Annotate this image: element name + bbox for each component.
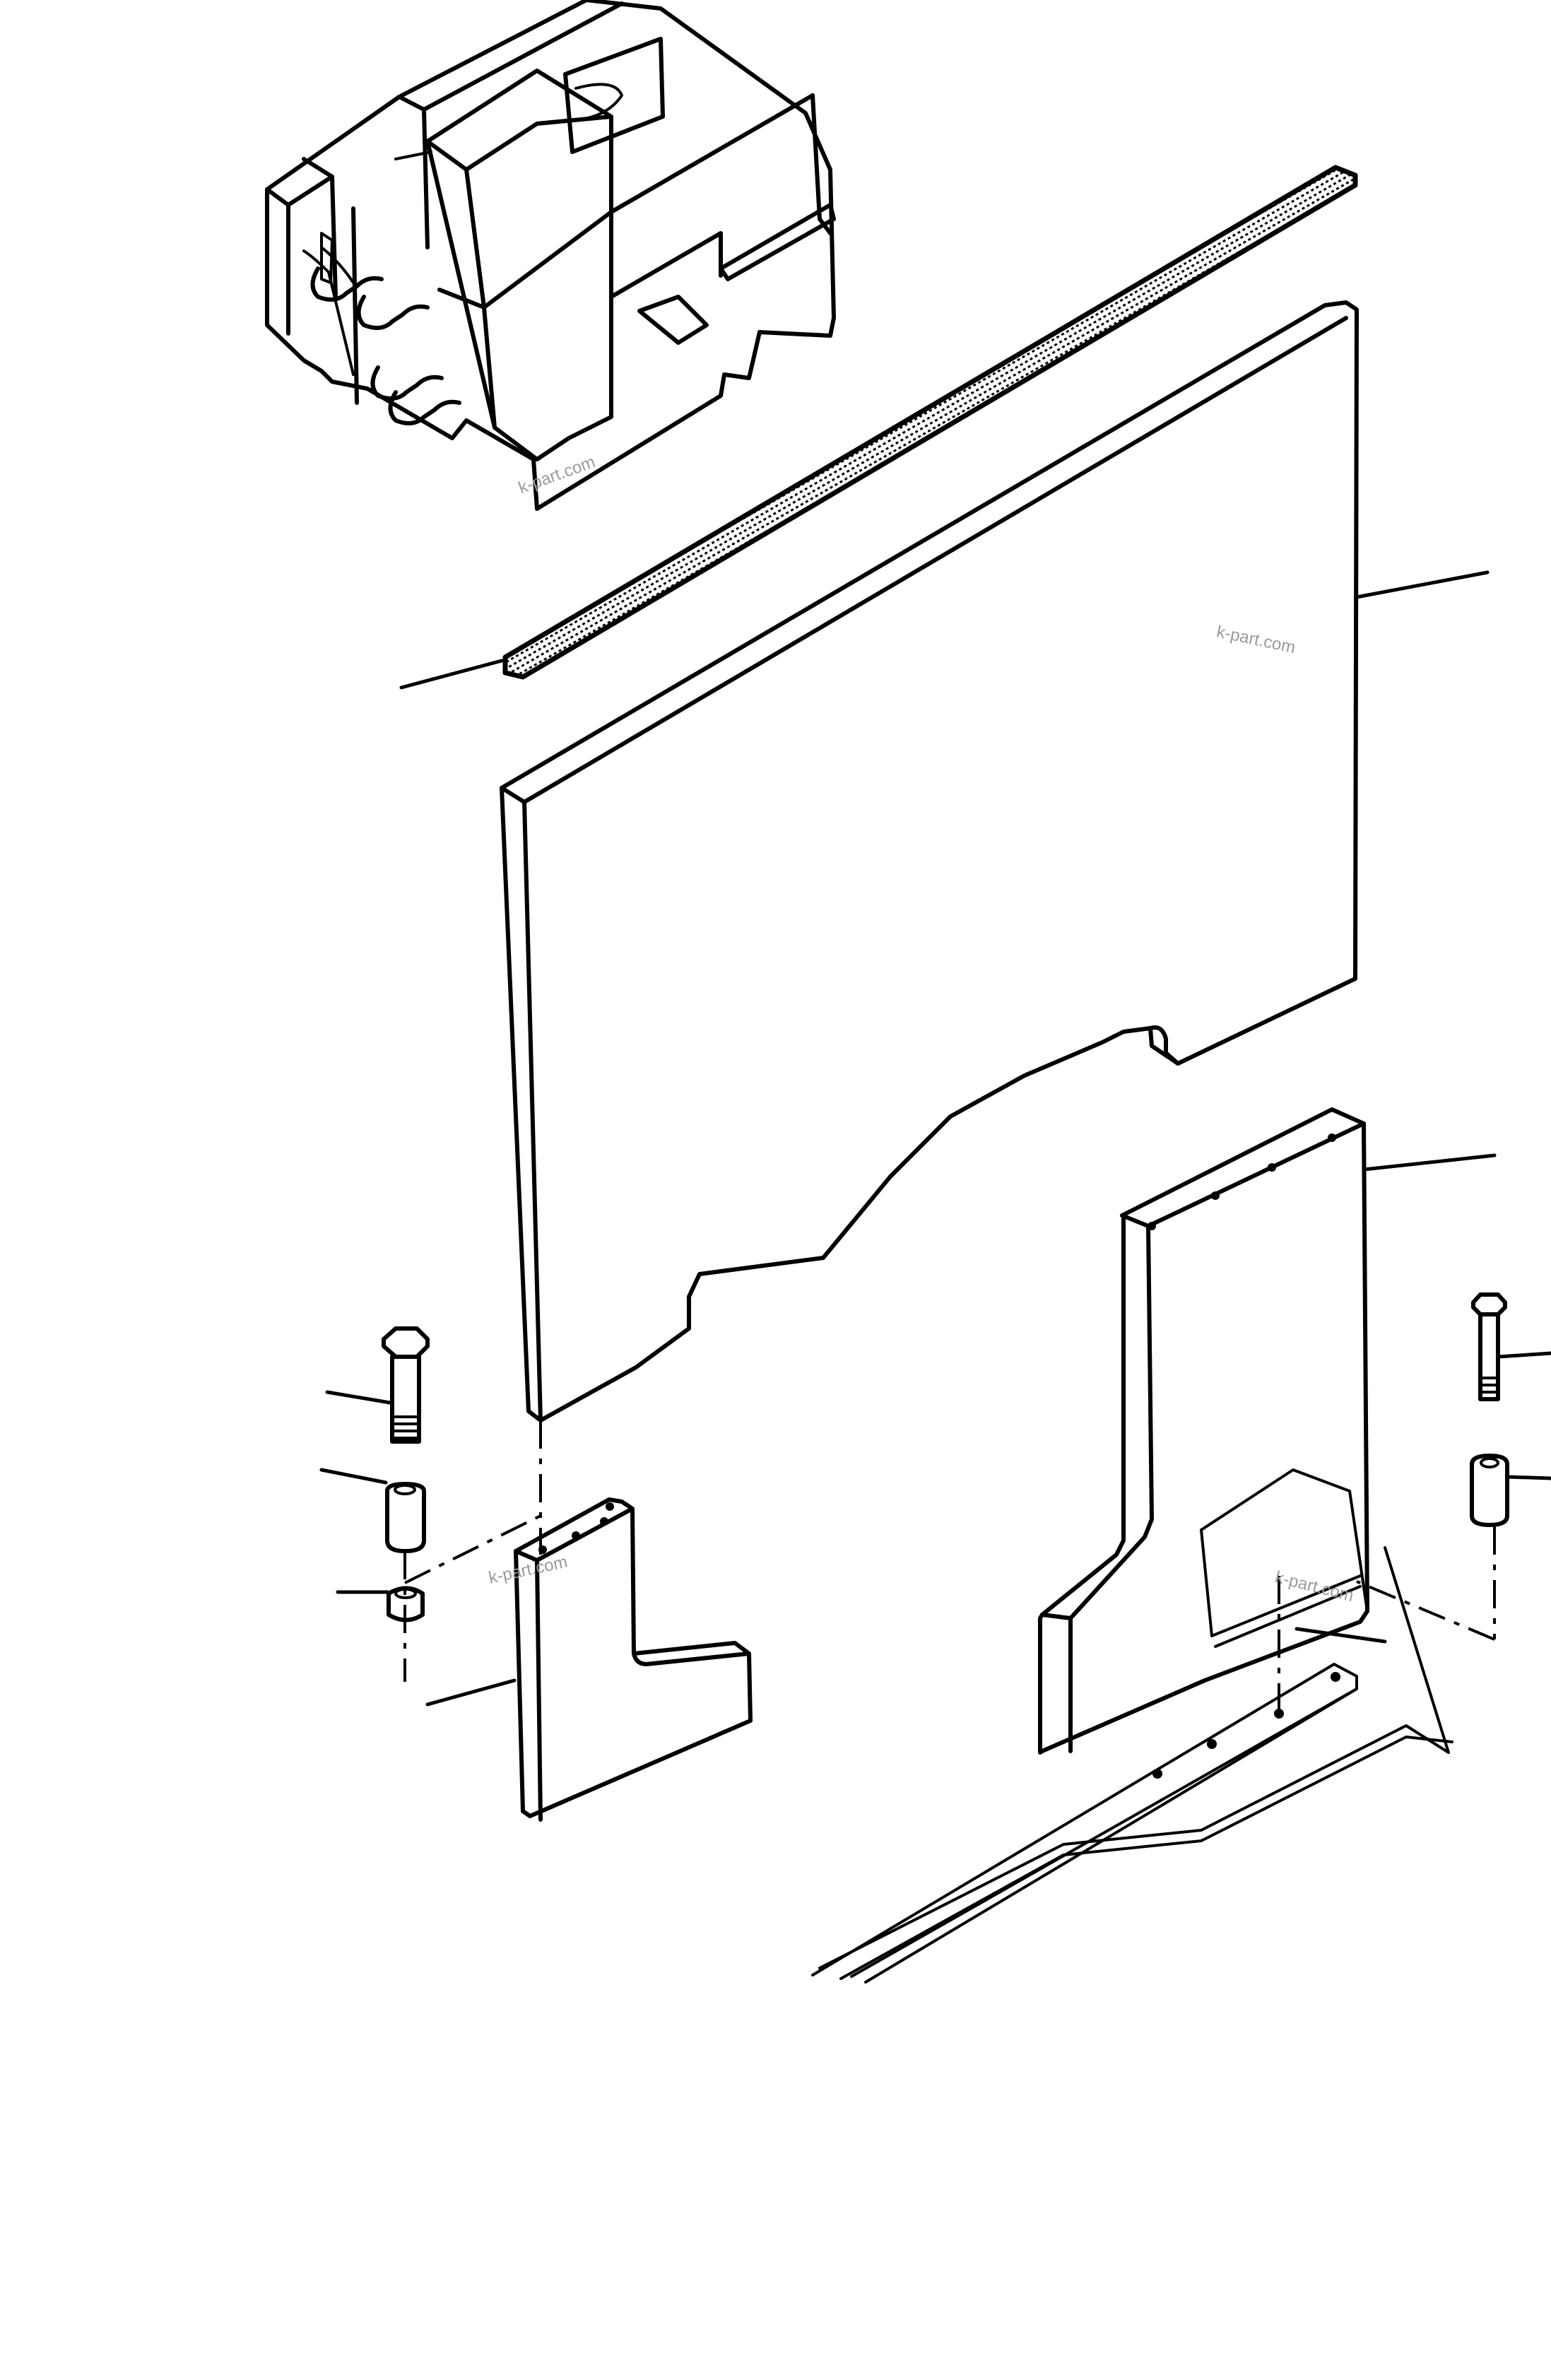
right-panel-part [1038,1107,1497,1755]
leader-left-l-panel [425,1678,517,1707]
spacer-right-part [1470,1454,1551,1527]
leader-spacer-left [319,1468,388,1485]
nut-left-part [336,1586,425,1622]
leader-spacer-right [1506,1475,1551,1480]
left-hardware [319,1326,542,1682]
leader-bottom-plate [1295,1627,1387,1644]
leader-seal-strip [399,659,504,690]
left-l-panel-part [425,1497,753,1822]
leader-bolt-left [325,1390,392,1405]
leader-bolt-right [1496,1351,1551,1359]
leader-right-panel [1362,1153,1497,1172]
leader-main-panel [1355,570,1490,599]
right-hardware [1278,1292,1551,1714]
bolt-left-part [325,1326,430,1444]
bottom-strip-part [811,1663,1358,1984]
bolt-right-part [1471,1292,1551,1401]
spacer-left-part [319,1468,426,1553]
cab-reference-illustration [265,0,836,511]
main-panel-part [500,300,1490,1422]
bottom-plate-part [818,1546,1453,1980]
seal-strip-part [399,165,1358,690]
